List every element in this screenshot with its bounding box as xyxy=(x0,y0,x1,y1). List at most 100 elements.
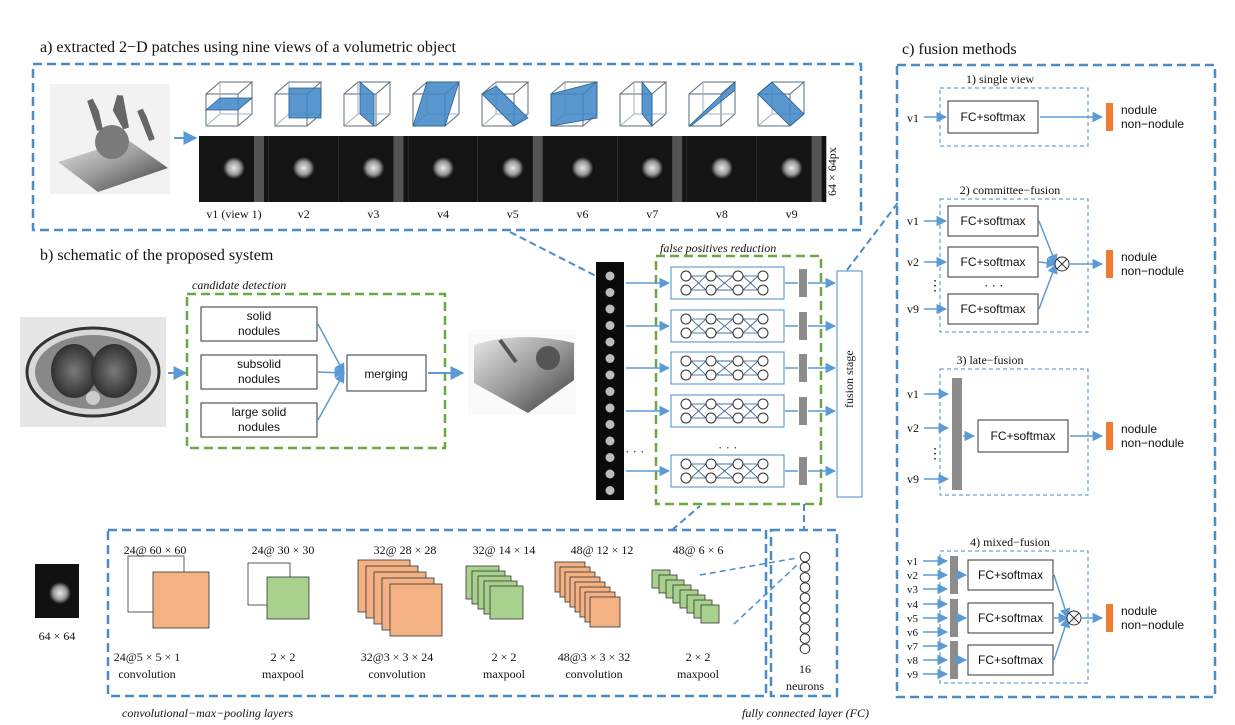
patch-nodule xyxy=(432,157,455,179)
cube-frame xyxy=(343,81,392,127)
fc-bar xyxy=(799,397,807,425)
net-neuron xyxy=(757,355,769,367)
patch-nodule xyxy=(362,157,385,179)
committee-vdots: ⋮ xyxy=(928,279,942,294)
view-label-v8: v8 xyxy=(716,207,728,221)
view-label-v3: v3 xyxy=(367,207,379,221)
output-nodule: nodule xyxy=(1121,250,1157,264)
input-v8: v8 xyxy=(907,655,919,667)
net-neuron xyxy=(680,355,692,367)
arrow-detector-1-to-merge xyxy=(317,323,345,374)
patch-column xyxy=(596,262,624,500)
net-neuron xyxy=(732,284,744,296)
fc-neuron xyxy=(799,633,811,644)
feature-map xyxy=(489,585,524,620)
view-label-v4: v4 xyxy=(437,207,449,221)
cube-frame xyxy=(205,81,254,127)
net-neuron xyxy=(732,472,744,484)
patch-size-label: 64 × 64px xyxy=(825,147,839,196)
arrow-to-combiner xyxy=(1053,574,1071,619)
patch-nodule xyxy=(780,157,803,179)
map-size-label-6: 48@ 6 × 6 xyxy=(673,543,724,557)
cnn-stream-2 xyxy=(626,309,837,343)
net-neuron xyxy=(680,313,692,325)
fc-neuron xyxy=(799,643,811,655)
cube-plane xyxy=(757,81,805,127)
fusion-stage-box xyxy=(836,270,863,498)
detector-box-1 xyxy=(200,306,318,342)
input-v1: v1 xyxy=(907,387,919,401)
fc-softmax-label: FC+softmax xyxy=(960,255,1025,269)
net-neuron xyxy=(757,270,769,282)
column-nodule xyxy=(605,354,615,363)
fusion-mixed: 4) mixed−fusionv1v2v3FC+softmaxv4v5v6FC+… xyxy=(907,535,1184,684)
map-size-label-4: 32@ 14 × 14 xyxy=(473,543,536,557)
detector-label-1-b: nodules xyxy=(238,324,280,338)
detector-label-2-b: nodules xyxy=(238,372,280,386)
input-v1: v1 xyxy=(907,556,918,568)
net-neuron xyxy=(680,284,692,296)
fc-neuron xyxy=(799,623,811,634)
net-neuron xyxy=(757,327,769,339)
view-label-v2: v2 xyxy=(298,207,310,221)
net-neuron xyxy=(705,369,717,381)
net-connection xyxy=(690,360,707,376)
output-bar xyxy=(1106,103,1113,131)
op-type-label-5: convolution xyxy=(565,667,622,681)
input-v1: v1 xyxy=(907,111,919,125)
column-nodule xyxy=(605,271,615,281)
feature-map xyxy=(389,583,443,637)
arrow-to-combiner xyxy=(1038,257,1058,269)
output-bar xyxy=(1106,604,1113,632)
net-neuron xyxy=(732,327,744,339)
patch-nodule xyxy=(292,157,315,179)
view-cubes xyxy=(204,80,806,128)
view-label-v9: v9 xyxy=(786,207,798,221)
net-neuron xyxy=(705,270,717,282)
net-neuron xyxy=(680,458,692,470)
net-neuron xyxy=(705,472,717,484)
fusion-late-title: 3) late−fusion xyxy=(956,353,1023,367)
fc-softmax-box xyxy=(977,419,1069,453)
output-non-nodule: non−nodule xyxy=(1121,117,1184,131)
cube-frame xyxy=(274,81,323,127)
net-neuron xyxy=(732,458,744,470)
fc-neuron xyxy=(799,561,811,573)
section-b-title: b) schematic of the proposed system xyxy=(40,247,274,264)
patch-v1 xyxy=(199,136,269,202)
net-neuron xyxy=(732,313,744,325)
map-size-label-5: 48@ 12 × 12 xyxy=(571,543,634,557)
fc-caption: fully connected layer (FC) xyxy=(742,706,869,720)
view-cube-v2 xyxy=(274,81,323,127)
fusion-mixed-title: 4) mixed−fusion xyxy=(970,535,1050,549)
column-nodule xyxy=(605,436,615,446)
link-map-to-fc-top xyxy=(699,557,798,576)
net-connection xyxy=(690,403,707,419)
view-cube-v1 xyxy=(204,81,254,127)
column-nodule xyxy=(605,453,615,462)
view-cube-v8 xyxy=(688,81,737,127)
feature-map xyxy=(700,604,720,624)
view-label-v5: v5 xyxy=(507,207,519,221)
fc-layer-frame xyxy=(769,528,839,698)
net-neuron xyxy=(705,412,717,424)
column-nodule xyxy=(605,370,615,380)
cnn-stream-1 xyxy=(626,266,837,300)
patch-tissue xyxy=(254,136,264,202)
map-size-label-1: 24@ 60 × 60 xyxy=(124,543,187,557)
net-neuron xyxy=(705,284,717,296)
fusion-committee-title: 2) committee−fusion xyxy=(960,183,1060,197)
cnn-streams xyxy=(626,266,837,488)
feature-map xyxy=(266,576,310,620)
detector-label-1-a: solid xyxy=(247,309,272,323)
arrow-to-combiner xyxy=(1038,220,1058,265)
link-fusion-to-methods xyxy=(846,199,901,271)
op-type-label-1: convolution xyxy=(118,667,175,681)
fc-bar xyxy=(799,457,807,485)
column-ellipsis: · · · xyxy=(625,444,645,459)
late-vdots: ⋮ xyxy=(928,447,942,462)
